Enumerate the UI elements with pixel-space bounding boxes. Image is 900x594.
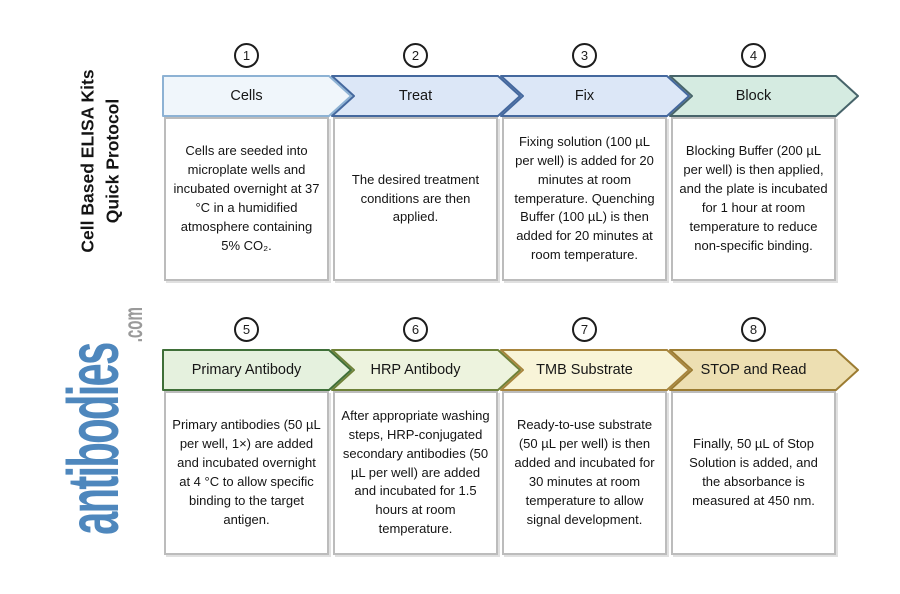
step-1-arrow: Cells bbox=[162, 75, 352, 117]
chevron-arrow-svg bbox=[500, 75, 690, 117]
step-5-description-box: Primary antibodies (50 µL per well, 1×) … bbox=[164, 391, 329, 555]
chevron-arrow-svg bbox=[331, 75, 521, 117]
chevron-arrow-shape bbox=[669, 349, 859, 391]
page-title-line1: Cell Based ELISA Kits bbox=[77, 69, 98, 253]
step-8-description-box: Finally, 50 µL of Stop Solution is added… bbox=[671, 391, 836, 555]
step-number: 6 bbox=[411, 322, 420, 337]
step-6-number-badge: 6 bbox=[403, 317, 428, 342]
chevron-arrow-shape bbox=[162, 349, 352, 391]
chevron-arrow-svg bbox=[669, 349, 859, 391]
step-2-description: The desired treatment conditions are the… bbox=[351, 171, 480, 225]
step-6-description: After appropriate washing steps, HRP-con… bbox=[341, 408, 490, 537]
step-1-label: Cells bbox=[230, 88, 263, 104]
step-1: 1 Cells Cells are seeded into microplate… bbox=[162, 43, 352, 281]
step-2-number-badge: 2 bbox=[403, 43, 428, 68]
step-7-description: Ready-to-use substrate (50 µL per well) … bbox=[514, 417, 655, 527]
page-title-line2: Quick Protocol bbox=[103, 98, 123, 224]
protocol-row-1: 1 Cells Cells are seeded into microplate… bbox=[162, 43, 859, 281]
step-number: 4 bbox=[749, 48, 758, 63]
chevron-arrow-shape bbox=[331, 349, 521, 391]
step-6: 6 HRP Antibody After appropriate washing… bbox=[331, 317, 521, 555]
step-7-description-box: Ready-to-use substrate (50 µL per well) … bbox=[502, 391, 667, 555]
chevron-arrow-shape bbox=[669, 75, 859, 117]
chevron-arrow-shape bbox=[500, 349, 690, 391]
step-5-description: Primary antibodies (50 µL per well, 1×) … bbox=[172, 417, 321, 527]
step-8-number-badge: 8 bbox=[741, 317, 766, 342]
step-number: 7 bbox=[580, 322, 589, 337]
page-title: Cell Based ELISA Kits Quick Protocol bbox=[76, 69, 127, 252]
step-7: 7 TMB Substrate Ready-to-use substrate (… bbox=[500, 317, 690, 555]
step-8-label: STOP and Read bbox=[700, 362, 807, 378]
protocol-row-2: 5 Primary Antibody Primary antibodies (5… bbox=[162, 317, 859, 555]
step-6-description-box: After appropriate washing steps, HRP-con… bbox=[333, 391, 498, 555]
step-1-number-badge: 1 bbox=[234, 43, 259, 68]
step-number: 5 bbox=[242, 322, 251, 337]
step-number: 2 bbox=[411, 48, 420, 63]
step-3-description: Fixing solution (100 µL per well) is add… bbox=[514, 134, 655, 263]
antibodies-logo: antibodies.com bbox=[53, 307, 148, 535]
chevron-arrow-svg bbox=[500, 349, 690, 391]
step-2-arrow: Treat bbox=[331, 75, 521, 117]
step-5: 5 Primary Antibody Primary antibodies (5… bbox=[162, 317, 352, 555]
step-3-description-box: Fixing solution (100 µL per well) is add… bbox=[502, 117, 667, 281]
chevron-arrow-shape bbox=[331, 75, 521, 117]
step-2-label: Treat bbox=[398, 88, 433, 104]
step-number: 1 bbox=[242, 48, 251, 63]
step-3-arrow: Fix bbox=[500, 75, 690, 117]
chevron-arrow-shape bbox=[162, 75, 352, 117]
chevron-arrow-shape bbox=[500, 75, 690, 117]
step-number: 8 bbox=[749, 322, 758, 337]
step-8-description: Finally, 50 µL of Stop Solution is added… bbox=[689, 436, 818, 508]
step-4-label: Block bbox=[735, 88, 772, 104]
step-1-description-box: Cells are seeded into microplate wells a… bbox=[164, 117, 329, 281]
step-4-description: Blocking Buffer (200 µL per well) is the… bbox=[679, 143, 828, 253]
step-5-label: Primary Antibody bbox=[191, 362, 302, 378]
step-7-arrow: TMB Substrate bbox=[500, 349, 690, 391]
step-4-number-badge: 4 bbox=[741, 43, 766, 68]
step-3: 3 Fix Fixing solution (100 µL per well) … bbox=[500, 43, 690, 281]
logo-text: antibodies bbox=[54, 343, 134, 535]
chevron-arrow-svg bbox=[162, 349, 352, 391]
step-6-label: HRP Antibody bbox=[370, 362, 461, 378]
step-number: 3 bbox=[580, 48, 589, 63]
step-1-description: Cells are seeded into microplate wells a… bbox=[173, 143, 320, 253]
step-8: 8 STOP and Read Finally, 50 µL of Stop S… bbox=[669, 317, 859, 555]
sidebar: Cell Based ELISA Kits Quick Protocol ant… bbox=[0, 0, 162, 594]
chevron-arrow-svg bbox=[669, 75, 859, 117]
step-5-arrow: Primary Antibody bbox=[162, 349, 352, 391]
chevron-arrow-svg bbox=[162, 75, 352, 117]
step-7-number-badge: 7 bbox=[572, 317, 597, 342]
step-3-label: Fix bbox=[574, 88, 595, 104]
logo-suffix: .com bbox=[118, 307, 148, 343]
step-6-arrow: HRP Antibody bbox=[331, 349, 521, 391]
step-2-description-box: The desired treatment conditions are the… bbox=[333, 117, 498, 281]
step-2: 2 Treat The desired treatment conditions… bbox=[331, 43, 521, 281]
protocol-diagram: 1 Cells Cells are seeded into microplate… bbox=[162, 0, 900, 594]
step-7-label: TMB Substrate bbox=[536, 362, 633, 378]
step-5-number-badge: 5 bbox=[234, 317, 259, 342]
step-4-description-box: Blocking Buffer (200 µL per well) is the… bbox=[671, 117, 836, 281]
step-3-number-badge: 3 bbox=[572, 43, 597, 68]
step-4-arrow: Block bbox=[669, 75, 859, 117]
chevron-arrow-svg bbox=[331, 349, 521, 391]
step-4: 4 Block Blocking Buffer (200 µL per well… bbox=[669, 43, 859, 281]
step-8-arrow: STOP and Read bbox=[669, 349, 859, 391]
